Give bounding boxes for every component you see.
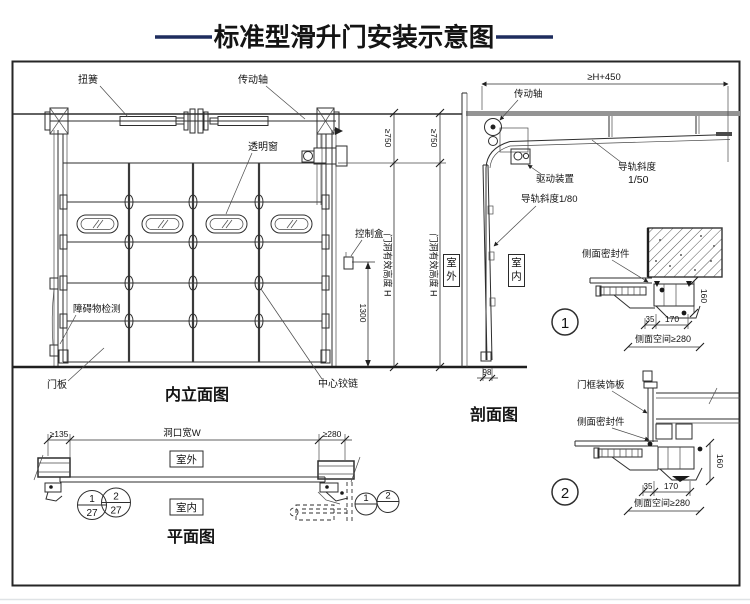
dim-headroom-750-section: ≥750 (429, 129, 439, 148)
section-height-dimension: ≥750 门洞有效高度 H (429, 108, 445, 372)
detail1-dimensions: 160 35 170 侧面空间≥280 (623, 276, 709, 352)
detail-ref-2-27: 2 27 (101, 487, 131, 518)
dim-depth: ≥H+450 (587, 72, 620, 83)
drive-unit-label: 驱动装置 (536, 173, 574, 185)
title-bar: 标准型滑升门安装示意图 (155, 23, 553, 52)
section-outdoor-label: 室外 (443, 254, 460, 287)
drive-unit (510, 148, 531, 165)
frame-trim-label: 门框装饰板 (577, 379, 625, 391)
guide-rail-1 (595, 285, 647, 297)
rail-slope80-label: 导轨斜度1/80 (521, 193, 578, 205)
dim-170-1: 170 (665, 314, 679, 324)
depth-dimension: ≥H+450 (481, 72, 729, 162)
door-leaf-section (480, 164, 496, 362)
shaft-coupling (183, 108, 209, 134)
transparent-windows (76, 214, 313, 234)
wall-hatch-1 (647, 227, 723, 278)
plan-indoor-text: 室内 (176, 501, 197, 514)
ref2-number: 2 (113, 492, 119, 503)
side-seal-label-1: 侧面密封件 (582, 248, 630, 260)
plan-caption: 平面图 (167, 528, 215, 546)
window-label: 透明窗 (248, 140, 278, 153)
operator-outline (499, 127, 529, 153)
torsion-spring-right (209, 116, 269, 126)
ref2-sheet: 27 (110, 506, 122, 517)
control-box (343, 252, 354, 270)
ref4-number: 2 (385, 491, 390, 502)
dim-160-1: 160 (699, 289, 709, 303)
dim-170-2: 170 (664, 481, 678, 491)
dim-door-height: 门洞有效高度 H (383, 233, 394, 296)
detail-ref-1: 1 (354, 492, 378, 516)
elevation-height-dimension: ≥750 门洞有效高度 H (383, 108, 399, 372)
detail-1-bubble: 1 (551, 308, 579, 336)
thickness-dimension: 98 (477, 368, 498, 382)
right-jamb (289, 482, 353, 524)
detail-2: 160 35 170 侧面空间≥280 门框装饰板 侧面密封件 2 (551, 370, 740, 516)
rail-slope-value: 1/50 (628, 174, 649, 186)
plan-dimensions: ≥135 洞口宽W ≥280 (43, 427, 352, 461)
dim-280: ≥280 (323, 429, 342, 439)
guide-rail-2 (593, 447, 643, 459)
drive-shaft-section-label: 传动轴 (514, 88, 543, 100)
plan-outdoor-label: 室外 (169, 450, 204, 468)
frame-profile-1 (613, 281, 701, 319)
dim-35-2: 35 (644, 482, 653, 491)
ref3-number: 1 (363, 493, 368, 504)
plan-walls (33, 454, 361, 483)
shaft-left-bracket (44, 107, 69, 135)
dim-opening-width: 洞口宽W (163, 427, 201, 439)
page-title: 标准型滑升门安装示意图 (214, 23, 495, 52)
door-panel-label: 门板 (47, 378, 67, 391)
section-caption: 剖面图 (470, 405, 518, 424)
detail-2-bubble: 2 (551, 478, 579, 506)
dim-space-1: 侧面空间≥280 (635, 333, 691, 344)
section-view: ≥H+450 (461, 72, 740, 424)
frame-trim-2 (643, 381, 740, 442)
center-hinges (58, 194, 331, 364)
dim-space-2: 侧面空间≥280 (634, 497, 690, 508)
control-box-label: 控制盒 (355, 228, 384, 240)
detail-1-number: 1 (561, 315, 569, 332)
dim-135: ≥135 (50, 429, 69, 439)
frame-profile-2 (611, 441, 703, 482)
track-end (716, 132, 732, 136)
dim-door-height-section: 门洞有效高度 H (429, 233, 440, 296)
section-indoor-label: 室内 (508, 254, 525, 287)
plan-indoor-label: 室内 (169, 498, 204, 516)
rail-slope-label: 导轨斜度 (618, 161, 657, 173)
dim-1300: 1300 (358, 304, 368, 323)
center-hinge-label: 中心铰链 (318, 377, 358, 390)
elevation-caption: 内立面图 (165, 385, 229, 404)
detail2-dimensions: 160 35 170 侧面空间≥280 (623, 438, 725, 516)
side-seal-label-2: 侧面密封件 (577, 416, 625, 428)
door-operator (301, 127, 348, 205)
drive-shaft-label: 传动轴 (238, 73, 268, 86)
detail-1: 160 35 170 侧面空间≥280 侧面密封件 1 (551, 227, 723, 352)
detail-2-number: 2 (561, 485, 569, 502)
drive-shaft-section (484, 118, 502, 136)
dim-98: 98 (483, 368, 492, 377)
ceiling-slab (466, 111, 740, 116)
detail-ref-2: 2 (376, 490, 400, 513)
ref1-sheet: 27 (86, 508, 98, 519)
ref1-number: 1 (89, 494, 95, 505)
drawing-border (11, 60, 741, 587)
plan-outdoor-text: 室外 (176, 453, 197, 466)
left-jamb (44, 482, 63, 502)
obstacle-label: 障碍物检测 (73, 303, 121, 315)
dim-160-2: 160 (715, 454, 725, 468)
obstacle-detector (49, 277, 59, 357)
dim-35-1: 35 (646, 315, 655, 324)
dim-headroom-750: ≥750 (383, 129, 393, 148)
torsion-spring-label: 扭簧 (78, 73, 98, 86)
elevation-view: 1300 ≥750 门洞有效高度 H ≥750 门洞有效高度 H 扭簧 传动轴 … (13, 73, 527, 404)
plan-view: ≥135 洞口宽W ≥280 (33, 427, 400, 546)
